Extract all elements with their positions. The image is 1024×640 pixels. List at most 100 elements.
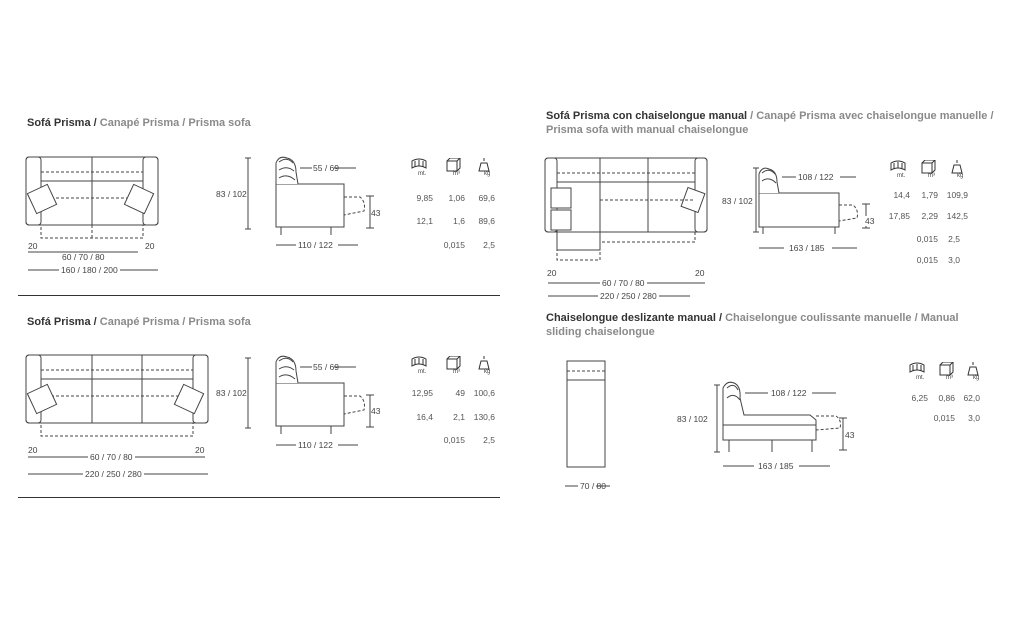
s4-volume-1: 0,86 — [938, 393, 955, 403]
s3-volume-3: 0,015 — [916, 234, 938, 244]
weight-icon: kg — [476, 158, 494, 178]
weight-icon: kg — [476, 356, 494, 376]
dim-seat-height: 43 — [371, 208, 381, 218]
weight-unit-label: kg — [973, 375, 980, 381]
dim-arm-left: 20 — [28, 445, 38, 455]
volume-box-icon: m³ — [445, 356, 463, 376]
title-line2: Prisma sofa with manual chaiselongue — [546, 124, 749, 136]
s2-volume-2: 2,1 — [453, 412, 465, 422]
title-sub: Chaiselongue coulissante manuelle / Manu… — [722, 312, 959, 324]
dim-depth-top: 108 / 122 — [771, 388, 807, 398]
s1-meters-2: 12,1 — [416, 216, 433, 226]
dim-seat: 60 / 70 / 80 — [62, 252, 105, 262]
s1-weight-3: 2,5 — [483, 240, 495, 250]
title-main: Sofá Prisma / — [27, 117, 97, 129]
s1-volume-1: 1,06 — [448, 193, 465, 203]
dim-arm-right: 20 — [695, 268, 705, 278]
fabric-meters-icon: mt. — [410, 356, 428, 376]
s1-volume-2: 1,6 — [453, 216, 465, 226]
title-main: Sofá Prisma / — [27, 316, 97, 328]
s2-volume-3: 0,015 — [443, 435, 465, 445]
s2-meters-1: 12,95 — [411, 388, 433, 398]
s1-meters-1: 9,85 — [416, 193, 433, 203]
section-1-title: Sofá Prisma / Canapé Prisma / Prisma sof… — [27, 116, 251, 130]
dim-height: 83 / 102 — [722, 196, 753, 206]
meters-unit-label: mt. — [418, 171, 427, 177]
s2-weight-3: 2,5 — [483, 435, 495, 445]
s2-weight-2: 130,6 — [473, 412, 495, 422]
section-4-title: Chaiselongue deslizante manual / Chaisel… — [546, 311, 959, 339]
title-sub: / Canapé Prisma avec chaiselongue manuel… — [747, 110, 994, 122]
s3-meters-1: 14,4 — [893, 190, 910, 200]
volume-unit-label: m³ — [453, 171, 460, 177]
dim-arm-right: 20 — [195, 445, 205, 455]
dim-height: 83 / 102 — [216, 189, 247, 199]
s3-weight-4: 3,0 — [948, 255, 960, 265]
dim-depth-top: 55 / 69 — [313, 362, 339, 372]
s3-weight-1: 109,9 — [946, 190, 968, 200]
dim-height: 83 / 102 — [216, 388, 247, 398]
s3-volume-1: 1,79 — [921, 190, 938, 200]
s1-volume-3: 0,015 — [443, 240, 465, 250]
dim-depth: 163 / 185 — [758, 461, 794, 471]
s3-volume-4: 0,015 — [916, 255, 938, 265]
volume-box-icon: m³ — [938, 362, 956, 382]
dim-arm-left: 20 — [547, 268, 557, 278]
s4-weight-1: 62,0 — [963, 393, 980, 403]
s4-weight-2: 3,0 — [968, 413, 980, 423]
s1-weight-2: 89,6 — [478, 216, 495, 226]
dim-arm-right: 20 — [145, 241, 155, 251]
weight-unit-label: kg — [484, 171, 491, 177]
divider-2 — [18, 497, 500, 498]
dim-arm-left: 20 — [28, 241, 38, 251]
dim-width: 70 / 80 — [580, 481, 606, 491]
dim-depth: 163 / 185 — [789, 243, 825, 253]
dim-seat-height: 43 — [865, 216, 875, 226]
s3-volume-2: 2,29 — [921, 211, 938, 221]
fabric-meters-icon: mt. — [889, 160, 907, 180]
meters-unit-label: mt. — [897, 173, 906, 179]
volume-unit-label: m³ — [928, 173, 935, 179]
s1-weight-1: 69,6 — [478, 193, 495, 203]
title-sub: Canapé Prisma / Prisma sofa — [96, 316, 251, 328]
dim-total: 220 / 250 / 280 — [83, 469, 144, 479]
section-2-title: Sofá Prisma / Canapé Prisma / Prisma sof… — [27, 315, 251, 329]
title-main: Sofá Prisma con chaiselongue manual — [546, 110, 748, 122]
title-sub: Canapé Prisma / Prisma sofa — [96, 117, 251, 129]
section-3-title: Sofá Prisma con chaiselongue manual / Ca… — [546, 109, 994, 137]
s3-weight-2: 142,5 — [946, 211, 968, 221]
divider-1 — [18, 295, 500, 296]
dim-seat: 60 / 70 / 80 — [600, 278, 647, 288]
weight-unit-label: kg — [484, 369, 491, 375]
dim-depth: 110 / 122 — [298, 440, 333, 450]
meters-unit-label: mt. — [916, 375, 925, 381]
weight-icon: kg — [965, 362, 983, 382]
s2-weight-1: 100,6 — [473, 388, 495, 398]
s4-volume-2: 0,015 — [933, 413, 955, 423]
volume-box-icon: m³ — [920, 160, 938, 180]
dim-total: 160 / 180 / 200 — [59, 265, 120, 275]
s4-meters-1: 6,25 — [911, 393, 928, 403]
s3-weight-3: 2,5 — [948, 234, 960, 244]
fabric-meters-icon: mt. — [908, 362, 926, 382]
weight-unit-label: kg — [957, 173, 964, 179]
s2-volume-1: 49 — [455, 388, 465, 398]
volume-unit-label: m³ — [946, 375, 953, 381]
volume-unit-label: m³ — [453, 369, 460, 375]
volume-box-icon: m³ — [445, 158, 463, 178]
s3-meters-2: 17,85 — [888, 211, 910, 221]
fabric-meters-icon: mt. — [410, 158, 428, 178]
title-main: Chaiselongue deslizante manual / — [546, 312, 723, 324]
weight-icon: kg — [949, 160, 967, 180]
dim-height: 83 / 102 — [677, 414, 708, 424]
s2-meters-2: 16,4 — [416, 412, 433, 422]
dim-depth-top: 55 / 69 — [313, 163, 339, 173]
title-line2: sliding chaiselongue — [546, 326, 655, 338]
dim-seat: 60 / 70 / 80 — [88, 452, 135, 462]
dim-seat-height: 43 — [371, 406, 381, 416]
dim-depth-top: 108 / 122 — [798, 172, 834, 182]
